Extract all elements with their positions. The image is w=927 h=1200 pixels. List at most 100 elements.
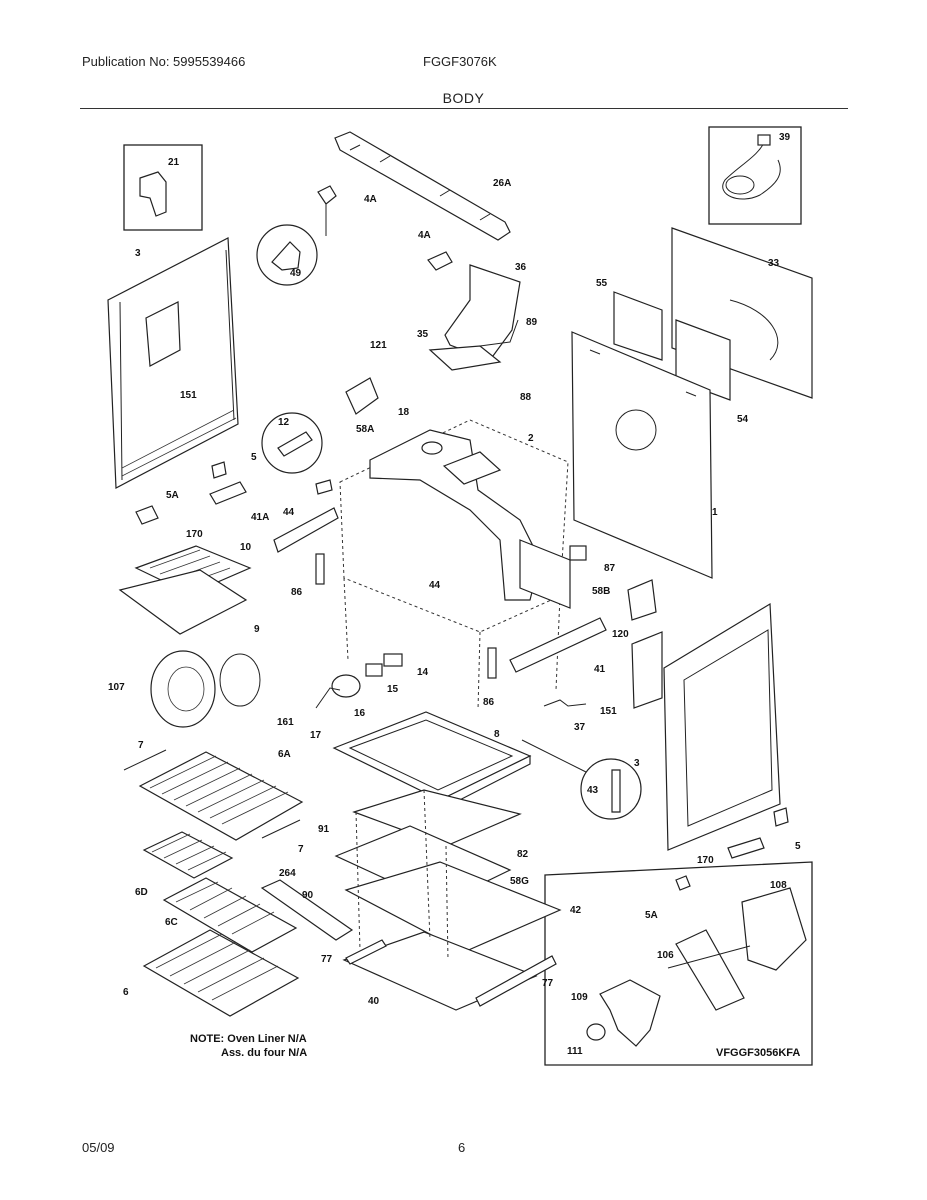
label-86-a: 86 [291,587,303,598]
label-6A: 6A [278,749,291,760]
part-107-grille [167,666,205,712]
label-5-b: 5 [795,841,801,852]
label-120: 120 [612,629,629,640]
inset-box-39 [708,126,802,225]
part-49-clip [271,241,301,271]
part-10-vents [149,549,231,587]
label-170-b: 170 [697,855,714,866]
label-21: 21 [168,157,180,168]
part-87-terminal [569,545,587,561]
part-15-part [365,663,383,677]
label-42: 42 [570,905,582,916]
part-3-left-side-panel [107,237,239,489]
part-5A-clip-a [135,505,159,525]
label-6D: 6D [135,887,148,898]
leader-line-43 [521,739,587,773]
label-109: 109 [571,992,588,1003]
label-106: 106 [657,950,674,961]
note-line-2: Ass. du four N/A [221,1047,307,1059]
label-36: 36 [515,262,527,273]
label-6: 6 [123,987,129,998]
label-2: 2 [528,433,534,444]
label-58A: 58A [356,424,374,435]
note-line-1: NOTE: Oven Liner N/A [190,1033,307,1045]
assembly-dashed-leaders [355,789,449,961]
part-6D-rack-wires [151,833,227,871]
label-39: 39 [779,132,791,143]
label-35: 35 [417,329,429,340]
part-5A-clip-b [675,875,691,891]
label-77-a: 77 [321,954,333,965]
label-82: 82 [517,849,529,860]
section-title: BODY [442,90,485,106]
part-111-nut [586,1023,606,1041]
part-161-element-ring [219,653,261,707]
footer-date: 05/09 [82,1140,115,1155]
label-151-b: 151 [600,706,617,717]
label-49: 49 [290,268,302,279]
label-12: 12 [278,417,290,428]
part-6C-rack [162,877,298,953]
part-58A-insulation [369,429,541,601]
part-26A-top-bracket [334,131,511,241]
part-121-bracket [345,377,379,415]
part-12-element [277,431,313,457]
part-55-cover [613,291,663,361]
oven-liner-edges [343,577,561,711]
label-170-a: 170 [186,529,203,540]
part-54-cover [675,319,731,401]
part-4A-clip-a [317,185,337,205]
drawing-code: VFGGF3056KFA [716,1047,800,1059]
part-39-connector [757,134,771,146]
part-151-bracket-a [145,301,181,367]
part-6C-rack-wires [175,881,275,935]
part-6A-rack [138,751,304,841]
label-111: 111 [567,1046,583,1057]
part-109-fan-blade [599,979,661,1047]
label-26A: 26A [493,178,511,189]
label-87: 87 [604,563,616,574]
header-divider [80,108,848,109]
part-16-cover [331,674,361,698]
part-8-inner [348,719,514,791]
part-33-opening [729,299,779,361]
part-39-wire-harness [722,139,781,200]
part-77-slide-a [345,939,387,965]
part-86-bracket-a [315,553,325,585]
part-37-wire [543,699,587,707]
part-39-coil [725,175,755,195]
part-170-bracket-b [727,837,765,859]
label-41: 41 [594,664,606,675]
part-3-right-side-panel [663,602,781,851]
part-43-bolt [611,769,621,813]
label-6C: 6C [165,917,178,928]
label-5A-b: 5A [645,910,658,921]
part-35-gasket [428,345,502,371]
part-108-motor [741,887,807,971]
part-106-bracket [675,929,745,1011]
part-42-drawer-frame [344,861,562,953]
label-90: 90 [302,890,314,901]
part-18-sensor [421,441,443,455]
label-54: 54 [737,414,749,425]
page-number: 6 [458,1140,466,1155]
label-16: 16 [354,708,366,719]
part-6-rack-wires [155,933,279,1001]
label-264: 264 [279,868,296,879]
inset-box-fan-motor [544,861,813,1066]
part-5-screw-b [773,807,789,827]
label-10: 10 [240,542,252,553]
part-3-bottom-flange [121,409,237,477]
label-89: 89 [526,317,538,328]
label-107: 107 [108,682,125,693]
label-33: 33 [768,258,780,269]
part-58B-insulation [519,539,571,609]
label-41A: 41A [251,512,269,523]
label-17: 17 [310,730,322,741]
detail-circle-43 [580,758,642,820]
part-264-rail [260,879,354,941]
part-3-edge [119,249,235,481]
inset-box-21 [123,144,203,231]
label-14: 14 [417,667,429,678]
label-86-b: 86 [483,697,495,708]
